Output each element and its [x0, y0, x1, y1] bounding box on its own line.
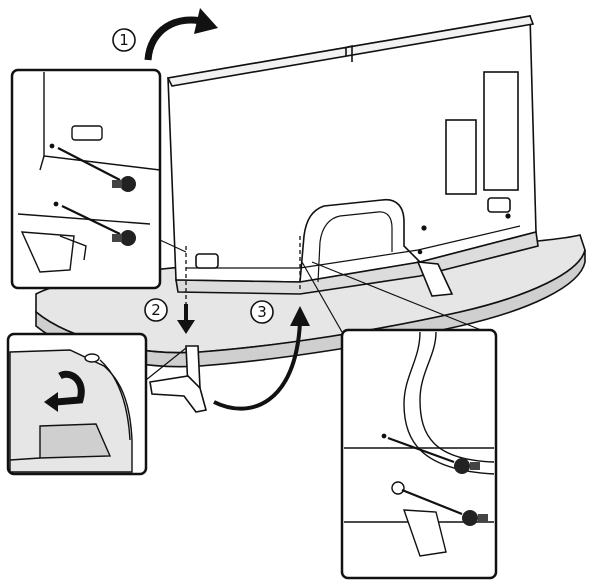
step-1-marker: 1 [113, 29, 135, 51]
tv-back-panel [168, 16, 538, 294]
step-3-label: 3 [257, 303, 267, 321]
step-1-label: 1 [119, 31, 129, 49]
step-2-label: 2 [151, 301, 161, 319]
inset-screws-left [12, 70, 160, 288]
inset-hook-detail [8, 334, 146, 474]
step-2-marker: 2 [145, 299, 167, 321]
step-1-rotate-arrow [148, 8, 218, 60]
step-3-marker: 3 [251, 301, 273, 323]
